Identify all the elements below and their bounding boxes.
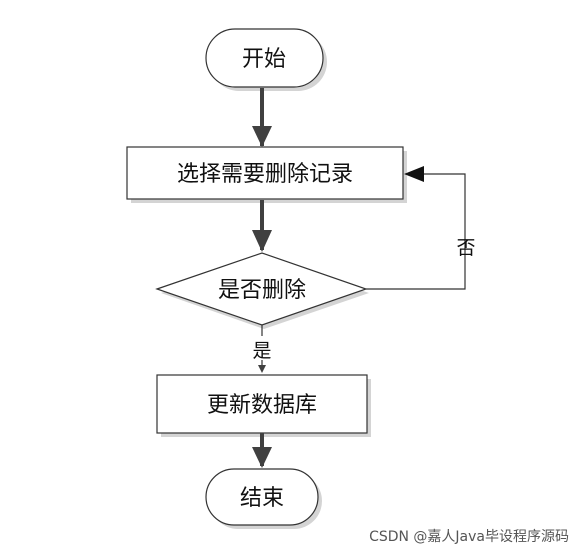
yes-label-bg [250,336,274,360]
yes-edge-label: 是 [252,340,271,362]
select-record-label: 选择需要删除记录 [177,162,353,187]
arrow-select-to-decision [252,200,272,252]
select-record-process: 选择需要删除记录 [126,146,407,203]
update-database-process: 更新数据库 [156,374,371,437]
no-loop-edge [366,166,466,290]
decision-label: 是否删除 [218,278,306,303]
start-node: 开始 [205,28,327,91]
end-node-label: 结束 [240,486,284,511]
end-node: 结束 [205,468,322,529]
arrow-update-to-end [252,433,272,468]
no-edge-label: 否 [456,237,475,259]
arrow-start-to-select [252,88,272,147]
start-node-label: 开始 [242,47,286,72]
delete-decision: 是否删除 [155,252,369,329]
csdn-watermark: CSDN @嘉人Java毕设程序源码 [369,529,569,545]
update-database-label: 更新数据库 [207,393,317,418]
